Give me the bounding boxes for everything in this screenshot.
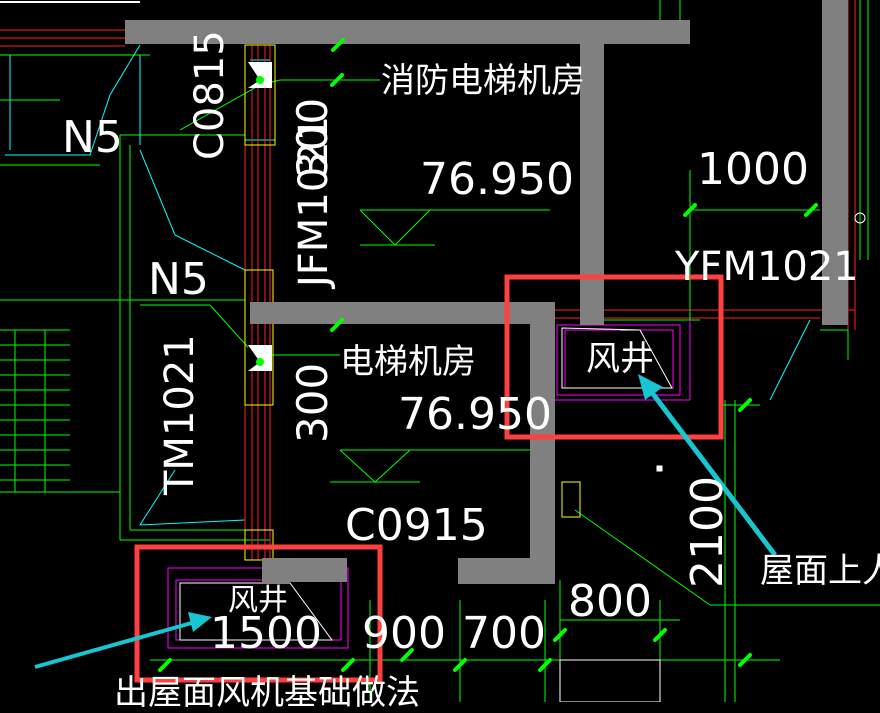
room-label-air-shaft-lower: 风井 [228,583,288,618]
callout-arrows [34,374,777,669]
grid-label-n5-lower: N5 [148,254,209,305]
annotation-fan-foundation: 出屋面风机基础做法 [114,673,420,713]
door-label-tm1021: TM1021 [157,334,203,495]
elevation-fire-elevator-room: 76.950 [420,154,574,205]
dimension-300-lower: 300 [288,362,337,443]
cyan-leaders [5,44,811,526]
room-label-fire-elevator-room: 消防电梯机房 [381,61,585,101]
arrow-roof-access [648,388,777,557]
dimension-ticks [158,38,818,672]
window-label-c0915: C0915 [345,500,488,551]
highlight-boxes [134,274,724,683]
dimension-300-upper: 300 [288,97,337,178]
room-label-air-shaft-upper: 风井 [586,339,654,379]
room-label-elevator-room: 电梯机房 [340,342,476,382]
dimension-800: 800 [568,576,652,627]
annotation-roof-access: 屋面上人 [760,551,880,591]
dimension-1000: 1000 [697,144,809,195]
dimension-1500: 1500 [210,608,322,659]
elevation-elevator-room: 76.950 [398,389,552,440]
dimension-700: 700 [462,608,546,659]
walls [125,0,848,584]
door-markers [248,62,272,371]
dimension-2100: 2100 [682,476,733,588]
dimension-900: 900 [362,608,446,659]
arrow-fan-foundation [34,620,196,669]
door-label-yfm1021: YFM1021 [675,244,859,290]
window-label-c0815: C0815 [187,30,233,160]
highlight-box-lower-shaft [134,544,383,683]
highlight-box-upper-shaft [504,274,724,440]
shaft-outlines [179,212,866,702]
grid-label-n5-upper: N5 [62,112,123,163]
